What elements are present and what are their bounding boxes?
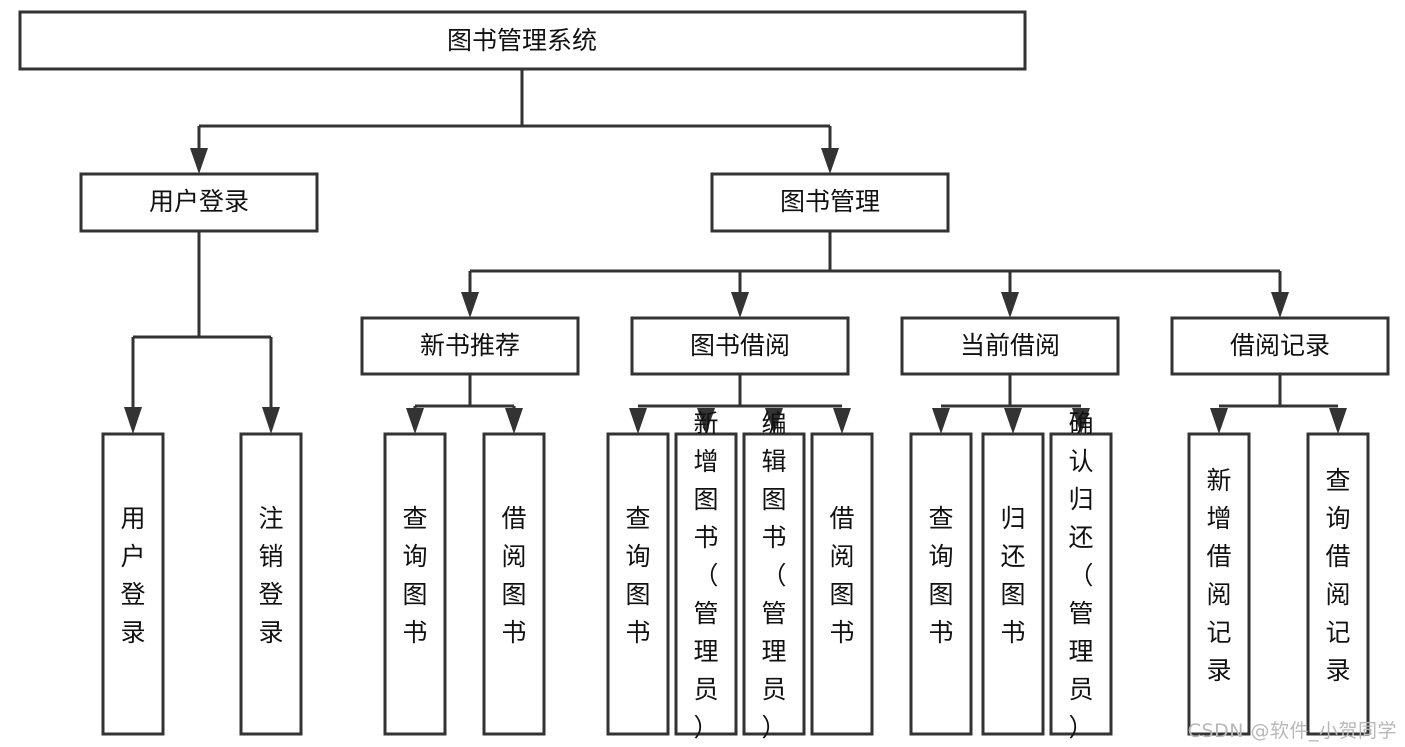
node-leaf-query-record-label: 查询借阅记录 <box>1325 466 1350 685</box>
node-leaf-query-book-3-label: 查询图书 <box>928 504 953 647</box>
arrow-to-leaf-query-book-3 <box>932 408 950 434</box>
node-current-borrow-label: 当前借阅 <box>960 331 1060 360</box>
node-leaf-borrow-book-2-label: 借阅图书 <box>829 504 854 647</box>
node-user-login[interactable]: 用户登录 <box>79 172 319 233</box>
node-leaf-edit-book[interactable]: 编辑图书（管理员） <box>742 409 806 742</box>
node-leaf-borrow-book-1-box[interactable] <box>482 432 546 736</box>
node-leaf-user-login[interactable]: 用户登录 <box>101 432 165 736</box>
node-leaf-borrow-book-1[interactable]: 借阅图书 <box>482 432 546 736</box>
arrow-to-leaf-borrow-book-1 <box>505 408 523 434</box>
node-leaf-return-book-label: 归还图书 <box>1000 504 1025 647</box>
arrow-to-leaf-query-record <box>1329 408 1347 434</box>
arrow-to-leaf-user-login <box>124 407 142 434</box>
node-current-borrow-box[interactable] <box>900 316 1120 376</box>
node-leaf-borrow-book-2-box[interactable] <box>810 432 874 736</box>
node-borrow-record[interactable]: 借阅记录 <box>1170 316 1390 376</box>
arrow-to-current-borrow <box>1001 292 1019 318</box>
node-leaf-add-record-box[interactable] <box>1187 432 1251 736</box>
csdn-watermark: CSDN @软件_小贺同学 <box>1187 720 1397 742</box>
node-leaf-query-book-2-label: 查询图书 <box>625 504 650 647</box>
arrow-to-leaf-borrow-book-2 <box>833 408 851 434</box>
arrow-to-user-login <box>190 148 208 174</box>
node-user-login-label: 用户登录 <box>149 187 249 216</box>
node-leaf-logout-label: 注销登录 <box>258 504 283 647</box>
node-book-borrow[interactable]: 图书借阅 <box>630 316 850 376</box>
arrow-to-leaf-add-book <box>697 408 715 434</box>
node-borrow-record-box[interactable] <box>1170 316 1390 376</box>
node-leaf-query-book-1[interactable]: 查询图书 <box>383 432 447 736</box>
node-leaf-add-book-label: 新增图书（管理员） <box>693 409 718 742</box>
node-new-book-rec-label: 新书推荐 <box>420 331 520 360</box>
node-book-manage-label: 图书管理 <box>780 187 880 216</box>
node-leaf-edit-book-label: 编辑图书（管理员） <box>761 409 786 742</box>
node-leaf-user-login-label: 用户登录 <box>120 504 145 647</box>
node-root-box[interactable] <box>18 10 1027 71</box>
node-leaf-return-book[interactable]: 归还图书 <box>981 432 1045 736</box>
node-root[interactable]: 图书管理系统 <box>18 10 1027 71</box>
node-leaf-borrow-book-2[interactable]: 借阅图书 <box>810 432 874 736</box>
arrow-to-leaf-add-record <box>1210 408 1228 434</box>
arrow-to-book-borrow <box>731 292 749 318</box>
node-leaf-query-record[interactable]: 查询借阅记录 <box>1306 432 1370 736</box>
node-new-book-rec-box[interactable] <box>360 316 580 376</box>
node-leaf-confirm-return-box[interactable] <box>1049 432 1113 736</box>
node-leaf-logout[interactable]: 注销登录 <box>239 432 303 736</box>
node-leaf-return-book-box[interactable] <box>981 432 1045 736</box>
node-leaf-query-book-2[interactable]: 查询图书 <box>606 432 670 736</box>
node-leaf-confirm-return[interactable]: 确认归还（管理员） <box>1049 409 1113 742</box>
edge-layer <box>124 69 1347 434</box>
node-leaf-add-record-label: 新增借阅记录 <box>1206 466 1231 685</box>
node-leaf-query-book-2-box[interactable] <box>606 432 670 736</box>
arrow-to-borrow-record <box>1271 292 1289 318</box>
node-leaf-user-login-box[interactable] <box>101 432 165 736</box>
node-current-borrow[interactable]: 当前借阅 <box>900 316 1120 376</box>
node-book-manage[interactable]: 图书管理 <box>710 172 950 233</box>
node-leaf-add-book-box[interactable] <box>674 432 738 736</box>
arrow-to-leaf-confirm-return <box>1072 408 1090 434</box>
node-leaf-confirm-return-label: 确认归还（管理员） <box>1068 409 1093 742</box>
arrow-to-leaf-return-book <box>1004 408 1022 434</box>
arrow-to-new-book-rec <box>461 292 479 318</box>
node-book-borrow-box[interactable] <box>630 316 850 376</box>
arrow-to-leaf-query-book-2 <box>629 408 647 434</box>
node-book-manage-box[interactable] <box>710 172 950 233</box>
node-leaf-query-book-1-label: 查询图书 <box>402 504 427 647</box>
node-root-label: 图书管理系统 <box>447 26 597 55</box>
node-leaf-add-book[interactable]: 新增图书（管理员） <box>674 409 738 742</box>
node-leaf-logout-box[interactable] <box>239 432 303 736</box>
node-leaf-query-book-1-box[interactable] <box>383 432 447 736</box>
node-leaf-add-record[interactable]: 新增借阅记录 <box>1187 432 1251 736</box>
arrow-to-book-manage <box>821 148 839 174</box>
node-new-book-rec[interactable]: 新书推荐 <box>360 316 580 376</box>
node-leaf-query-book-3[interactable]: 查询图书 <box>909 432 973 736</box>
node-book-borrow-label: 图书借阅 <box>690 331 790 360</box>
node-borrow-record-label: 借阅记录 <box>1230 331 1330 360</box>
arrow-to-leaf-logout <box>262 407 280 434</box>
node-leaf-query-record-box[interactable] <box>1306 432 1370 736</box>
arrow-to-leaf-edit-book <box>765 408 783 434</box>
node-user-login-box[interactable] <box>79 172 319 233</box>
arrow-to-leaf-query-book-1 <box>406 408 424 434</box>
node-leaf-borrow-book-1-label: 借阅图书 <box>501 504 526 647</box>
node-leaf-edit-book-box[interactable] <box>742 432 806 736</box>
node-leaf-query-book-3-box[interactable] <box>909 432 973 736</box>
